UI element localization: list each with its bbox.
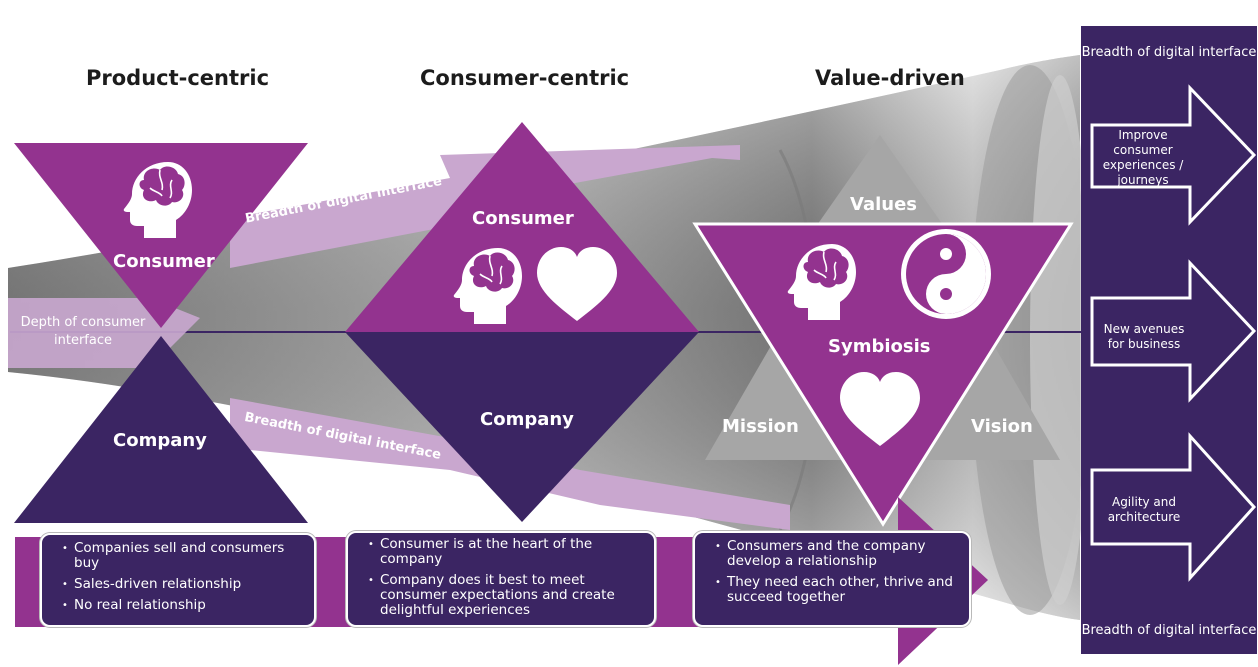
consumer-centric-description: Consumer is at the heart of the company …	[346, 531, 656, 627]
vision-triangle	[910, 330, 1060, 460]
sidebar-top-title: Breadth of digital interface	[1081, 30, 1257, 74]
mission-label: Mission	[722, 416, 799, 437]
mission-triangle	[705, 330, 855, 460]
list-item: Consumers and the company develop a rela…	[715, 539, 959, 569]
list-item: Companies sell and consumers buy	[62, 541, 304, 571]
value-driven-heading: Value-driven	[815, 66, 965, 90]
sidebar-item-new-avenues: New avenues for business	[1103, 322, 1185, 351]
list-item: They need each other, thrive and succeed…	[715, 575, 959, 605]
yin-yang-icon	[901, 229, 991, 319]
values-label: Values	[850, 194, 917, 215]
sidebar-item-improve: Improve consumer experiences / journeys	[1102, 128, 1184, 187]
symbiosis-label: Symbiosis	[828, 336, 931, 357]
sidebar-bottom-title: Breadth of digital interface	[1081, 608, 1257, 652]
sidebar-item-agility: Agility and architecture	[1107, 495, 1181, 524]
list-item: Consumer is at the heart of the company	[368, 537, 644, 567]
consumer-centric-company-triangle	[345, 332, 699, 522]
values-triangle	[815, 135, 945, 228]
product-centric-company-triangle	[14, 336, 308, 523]
product-centric-heading: Product-centric	[86, 66, 270, 90]
vision-label: Vision	[971, 416, 1033, 437]
product-company-label: Company	[113, 430, 207, 451]
list-item: Sales-driven relationship	[62, 577, 304, 593]
sidebar-arrow-2	[1090, 259, 1257, 403]
product-centric-description: Companies sell and consumers buy Sales-d…	[40, 533, 316, 627]
value-driven-description: Consumers and the company develop a rela…	[693, 531, 971, 627]
breadth-arrow-upper	[230, 145, 740, 268]
list-item: Company does it best to meet consumer ex…	[368, 573, 644, 618]
sidebar-arrow-1	[1090, 84, 1257, 226]
depth-label: Depth of consumer interface	[20, 315, 146, 348]
list-item: No real relationship	[62, 598, 304, 614]
sidebar-arrow-3	[1090, 432, 1257, 582]
consumer-centric-heading: Consumer-centric	[420, 66, 630, 90]
product-consumer-label: Consumer	[113, 251, 215, 272]
consumer-centric-consumer-label: Consumer	[472, 208, 574, 229]
consumer-centric-company-label: Company	[480, 409, 574, 430]
